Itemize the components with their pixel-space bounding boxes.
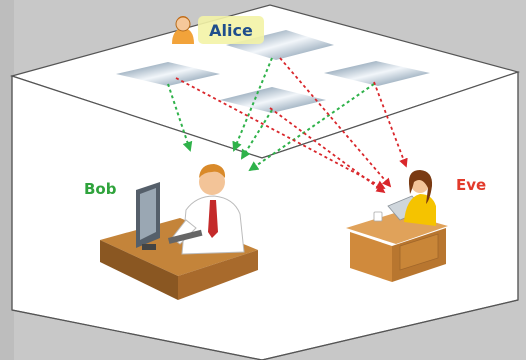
room-box [9, 4, 521, 360]
alice-label-box [198, 16, 264, 44]
bob-label: Bob [84, 180, 117, 198]
bob-desk-side [178, 250, 258, 300]
eve-body [404, 194, 436, 226]
ceiling-tile-1 [226, 30, 334, 60]
ceiling-tile-4 [220, 87, 326, 113]
eve-link-4 [373, 81, 408, 168]
eve-hair [408, 170, 433, 204]
eve-link-2 [279, 57, 392, 188]
eve-desk-front [350, 232, 392, 282]
bob-keyboard [168, 229, 203, 244]
ceiling-tile-2 [116, 62, 220, 86]
eve-cup [373, 211, 383, 222]
eve-links [175, 57, 408, 194]
bob-desk-front [100, 240, 178, 300]
bob-monitor-screen [140, 188, 156, 240]
bob-head [199, 169, 225, 195]
eve-desk-drawer [399, 233, 439, 271]
alice-label: Alice [209, 21, 253, 40]
eve-label: Eve [456, 176, 486, 194]
bob-hair [199, 164, 226, 178]
ceiling-tile-3 [324, 61, 430, 86]
bob-links [167, 57, 375, 172]
bob-tie [208, 200, 218, 238]
room-floor-line [11, 299, 519, 360]
bob-link-2 [232, 57, 273, 152]
left-edge-strip [0, 0, 14, 360]
bob-link-4 [248, 83, 375, 172]
alice-avatar-icon [172, 16, 194, 44]
eve-illustration [346, 170, 448, 282]
bob-monitor-stand [142, 244, 156, 250]
ceiling-tiles [116, 30, 430, 113]
bob-illustration [100, 164, 258, 300]
